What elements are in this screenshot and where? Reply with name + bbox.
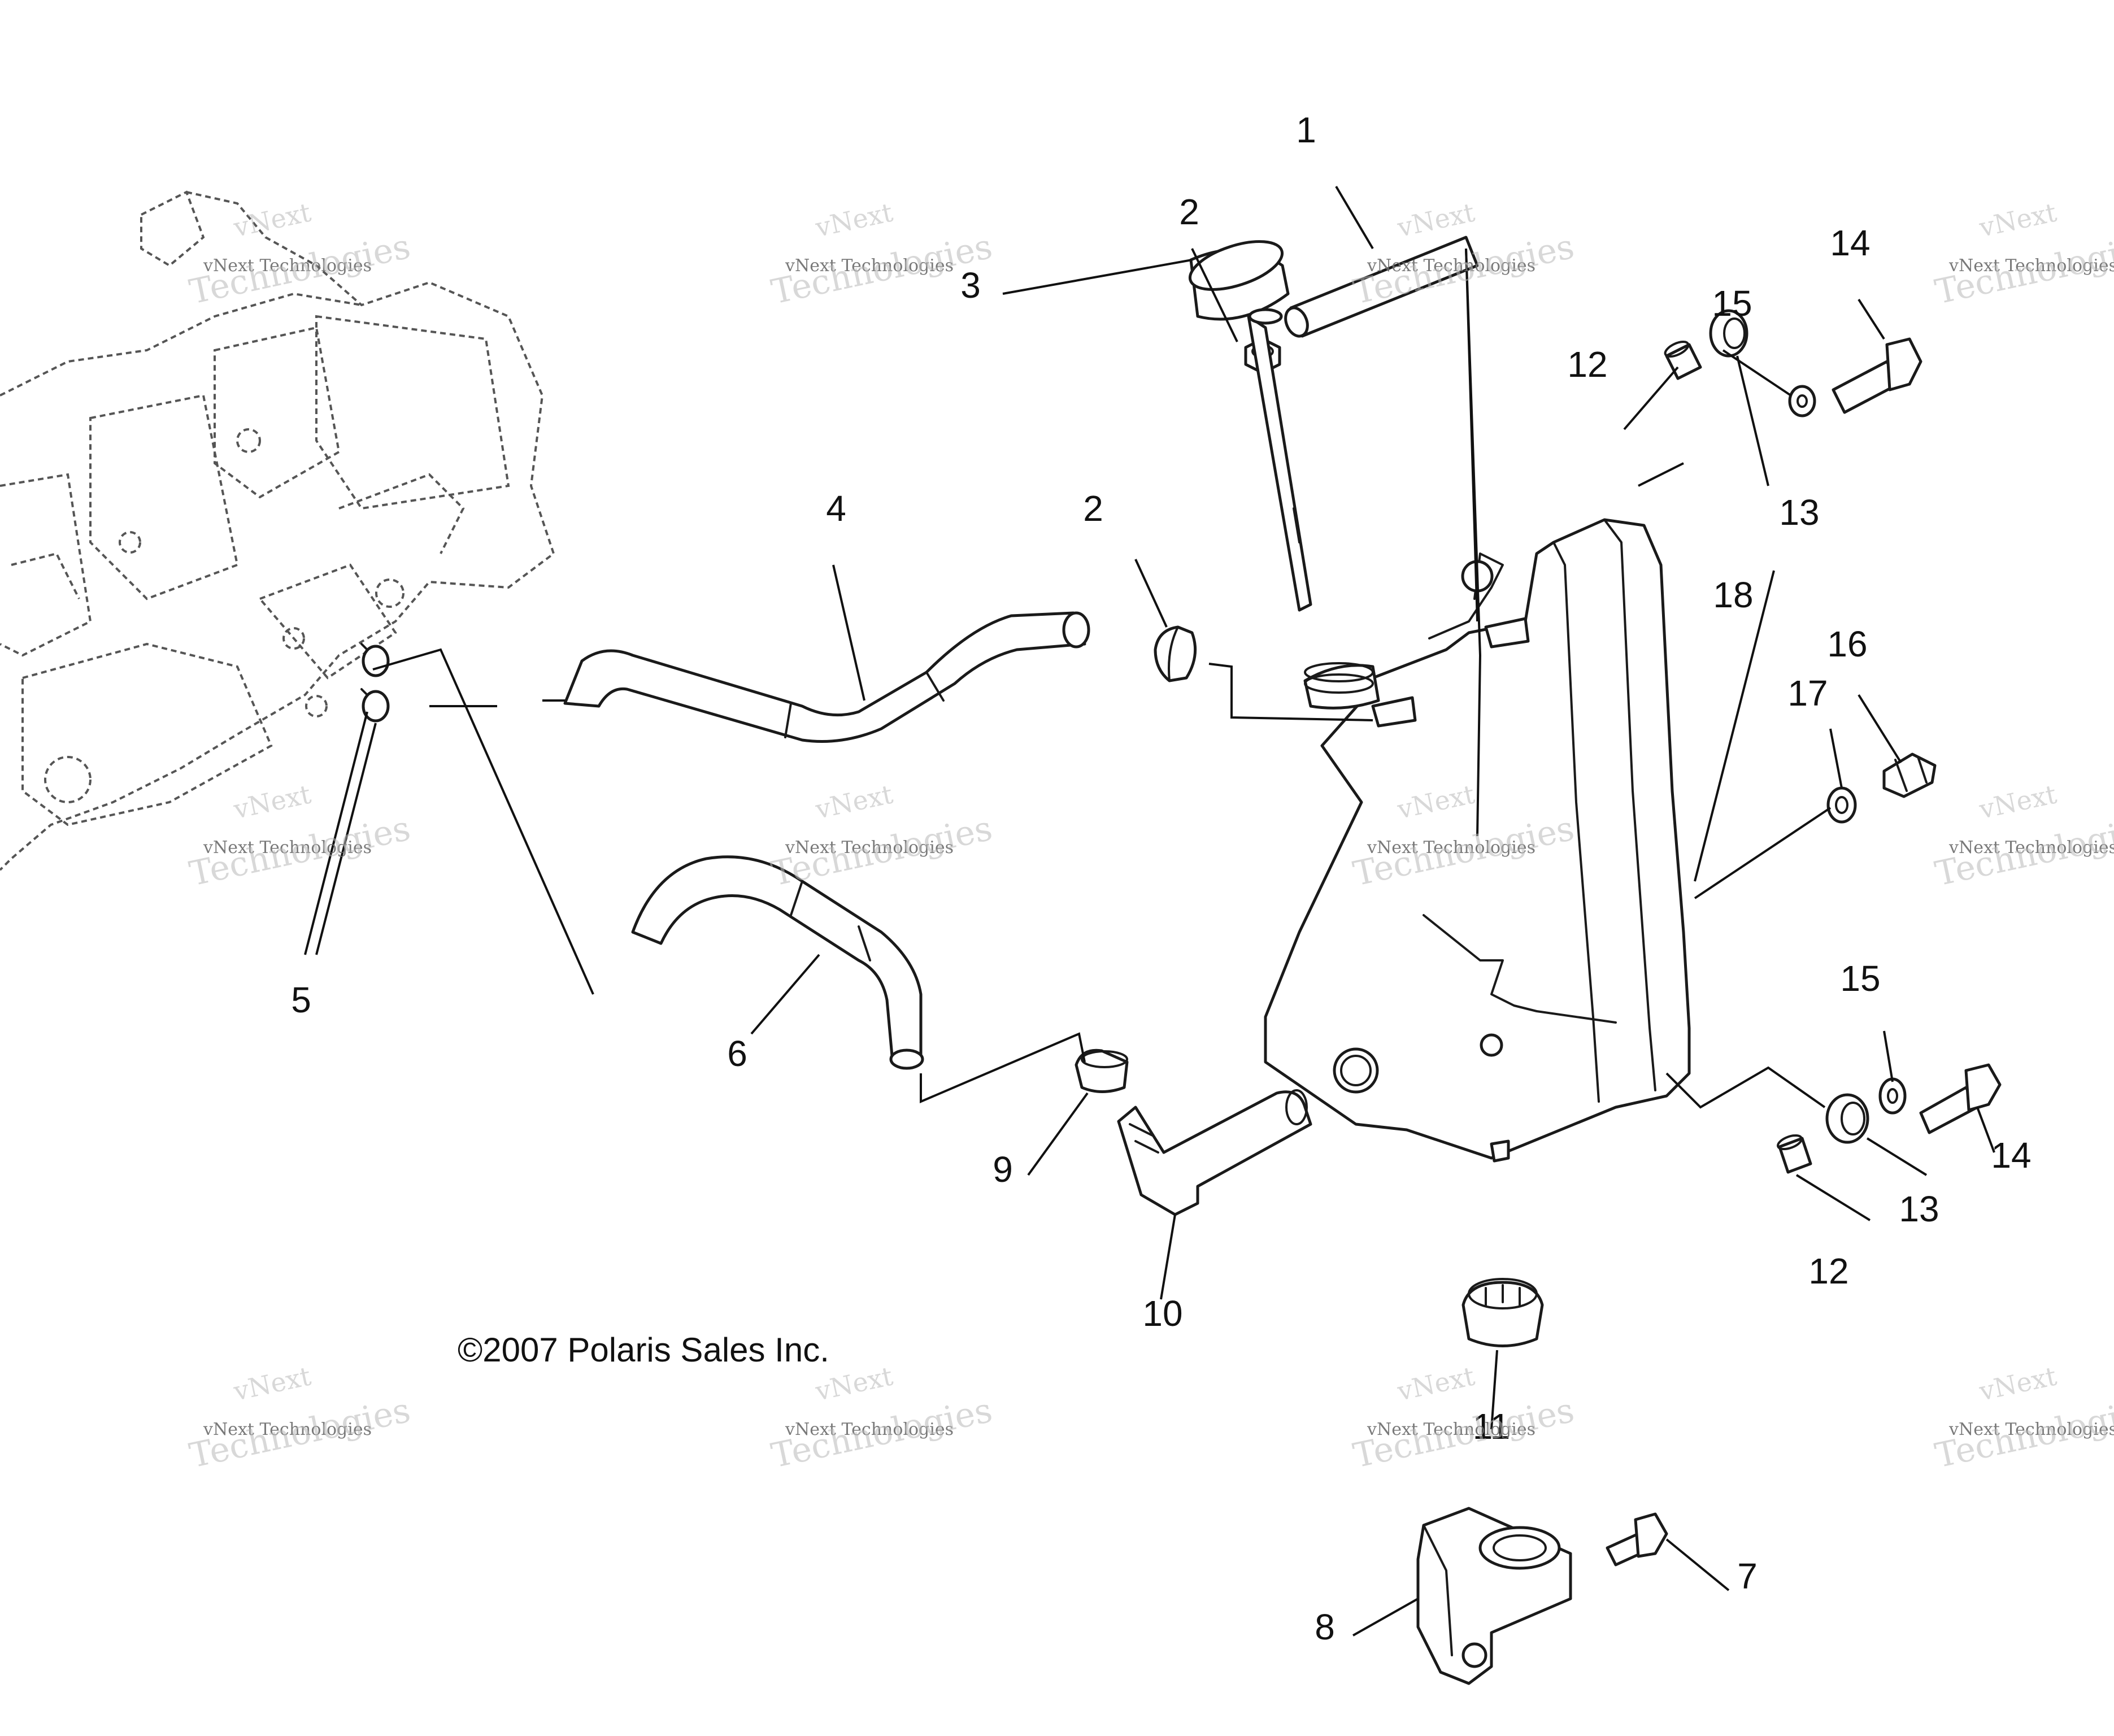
callout-11: 11 <box>1473 1406 1510 1447</box>
watermark: vNext vNext Technologies Technologies <box>1350 1360 1577 1476</box>
part-15-washer-upper <box>1788 385 1816 417</box>
callout-2-lower: 2 <box>1083 488 1103 529</box>
part-11-grommet <box>1461 1278 1544 1347</box>
callout-17: 17 <box>1787 673 1828 713</box>
svg-text:vNext Technologies: vNext Technologies <box>203 256 372 276</box>
callout-12-upper: 12 <box>1567 344 1607 385</box>
part-2-clamp-lower <box>1154 625 1197 682</box>
svg-text:vNext Technologies: vNext Technologies <box>1948 838 2114 858</box>
watermark: vNext vNext Technologies Technologies <box>1932 1360 2114 1476</box>
callout-3: 3 <box>960 265 981 306</box>
svg-text:Technologies: Technologies <box>1932 227 2114 312</box>
part-14-bolt-lower <box>1919 1063 2002 1134</box>
svg-text:Technologies: Technologies <box>186 1390 414 1476</box>
svg-text:Technologies: Technologies <box>768 808 995 894</box>
svg-text:vNext: vNext <box>812 197 896 243</box>
part-12-spacer-upper <box>1664 341 1702 380</box>
svg-text:vNext Technologies: vNext Technologies <box>785 256 954 276</box>
svg-text:vNext: vNext <box>1394 1360 1478 1407</box>
svg-text:vNext: vNext <box>230 197 314 243</box>
watermark: vNext vNext Technologies Technologies <box>1350 197 1577 312</box>
callout-15-lower: 15 <box>1840 958 1880 999</box>
callout-4: 4 <box>826 488 846 529</box>
watermark: vNext vNext Technologies Technologies <box>768 778 995 894</box>
watermark: vNext vNext Technologies Technologies <box>186 1360 414 1476</box>
svg-text:vNext Technologies: vNext Technologies <box>1367 1420 1536 1439</box>
watermark: vNext vNext Technologies Technologies <box>1932 197 2114 312</box>
svg-text:vNext: vNext <box>230 1360 314 1407</box>
svg-text:vNext Technologies: vNext Technologies <box>203 838 372 858</box>
svg-text:vNext Technologies: vNext Technologies <box>1367 838 1536 858</box>
callout-15-upper: 15 <box>1712 283 1752 324</box>
callout-5: 5 <box>291 980 311 1020</box>
svg-text:vNext Technologies: vNext Technologies <box>203 1420 372 1439</box>
callout-1: 1 <box>1296 110 1316 150</box>
svg-text:vNext: vNext <box>1976 1360 2060 1407</box>
svg-text:vNext: vNext <box>1976 197 2060 243</box>
part-3-dipstick <box>1188 240 1312 612</box>
leader-lines <box>304 185 1995 1637</box>
callout-12-lower: 12 <box>1808 1251 1848 1291</box>
part-1-vent-tube <box>1284 236 1479 338</box>
part-12-spacer-lower <box>1777 1134 1812 1174</box>
svg-text:vNext: vNext <box>812 778 896 825</box>
svg-text:Technologies: Technologies <box>1932 808 2114 894</box>
part-4-hose <box>563 611 1090 743</box>
callout-2-upper: 2 <box>1179 192 1199 232</box>
watermark: vNext vNext Technologies Technologies <box>1932 778 2114 894</box>
svg-text:Technologies: Technologies <box>1932 1390 2114 1476</box>
callout-16: 16 <box>1827 624 1867 664</box>
svg-text:Technologies: Technologies <box>768 1390 995 1476</box>
watermark: vNext vNext Technologies Technologies <box>768 1360 995 1476</box>
callout-14-upper: 14 <box>1830 223 1870 263</box>
copyright-text: ©2007 Polaris Sales Inc. <box>458 1331 829 1369</box>
svg-text:Technologies: Technologies <box>186 808 414 894</box>
part-6-hose <box>631 855 924 1070</box>
svg-text:vNext: vNext <box>1394 197 1478 243</box>
svg-text:Technologies: Technologies <box>1350 1390 1577 1476</box>
callout-6: 6 <box>727 1033 747 1074</box>
svg-text:vNext: vNext <box>230 778 314 825</box>
callout-7: 7 <box>1737 1556 1758 1596</box>
watermark: vNext vNext Technologies Technologies <box>186 778 414 894</box>
part-5-clamps <box>360 643 390 723</box>
callout-9: 9 <box>993 1149 1013 1190</box>
part-13-grommet-lower <box>1825 1093 1869 1144</box>
part-17-washer <box>1826 786 1857 824</box>
svg-text:vNext Technologies: vNext Technologies <box>1367 256 1536 276</box>
callout-14-lower: 14 <box>1991 1135 2031 1176</box>
callout-labels: 1 2 2 3 4 5 6 7 8 9 10 11 12 12 13 13 14… <box>291 110 2031 1647</box>
callout-8: 8 <box>1315 1607 1335 1647</box>
part-15-washer-lower <box>1878 1077 1907 1115</box>
callout-13-lower: 13 <box>1899 1189 1939 1229</box>
part-10-elbow-fitting <box>1117 1089 1312 1216</box>
part-18-oil-tank <box>1264 518 1691 1163</box>
svg-text:vNext Technologies: vNext Technologies <box>785 838 954 858</box>
part-8-bracket <box>1416 1507 1572 1685</box>
svg-text:vNext: vNext <box>1976 778 2060 825</box>
part-7-bolt <box>1606 1512 1668 1567</box>
part-13-grommet-upper <box>1709 309 1748 358</box>
callout-10: 10 <box>1142 1293 1182 1334</box>
svg-text:vNext Technologies: vNext Technologies <box>1948 256 2114 276</box>
callout-18: 18 <box>1713 575 1753 615</box>
part-14-bolt-upper <box>1832 337 1922 414</box>
part-16-fitting <box>1882 752 1937 798</box>
svg-text:vNext Technologies: vNext Technologies <box>785 1420 954 1439</box>
svg-text:vNext Technologies: vNext Technologies <box>1948 1420 2114 1439</box>
callout-13-upper: 13 <box>1779 492 1819 533</box>
engine-outline <box>0 190 555 871</box>
